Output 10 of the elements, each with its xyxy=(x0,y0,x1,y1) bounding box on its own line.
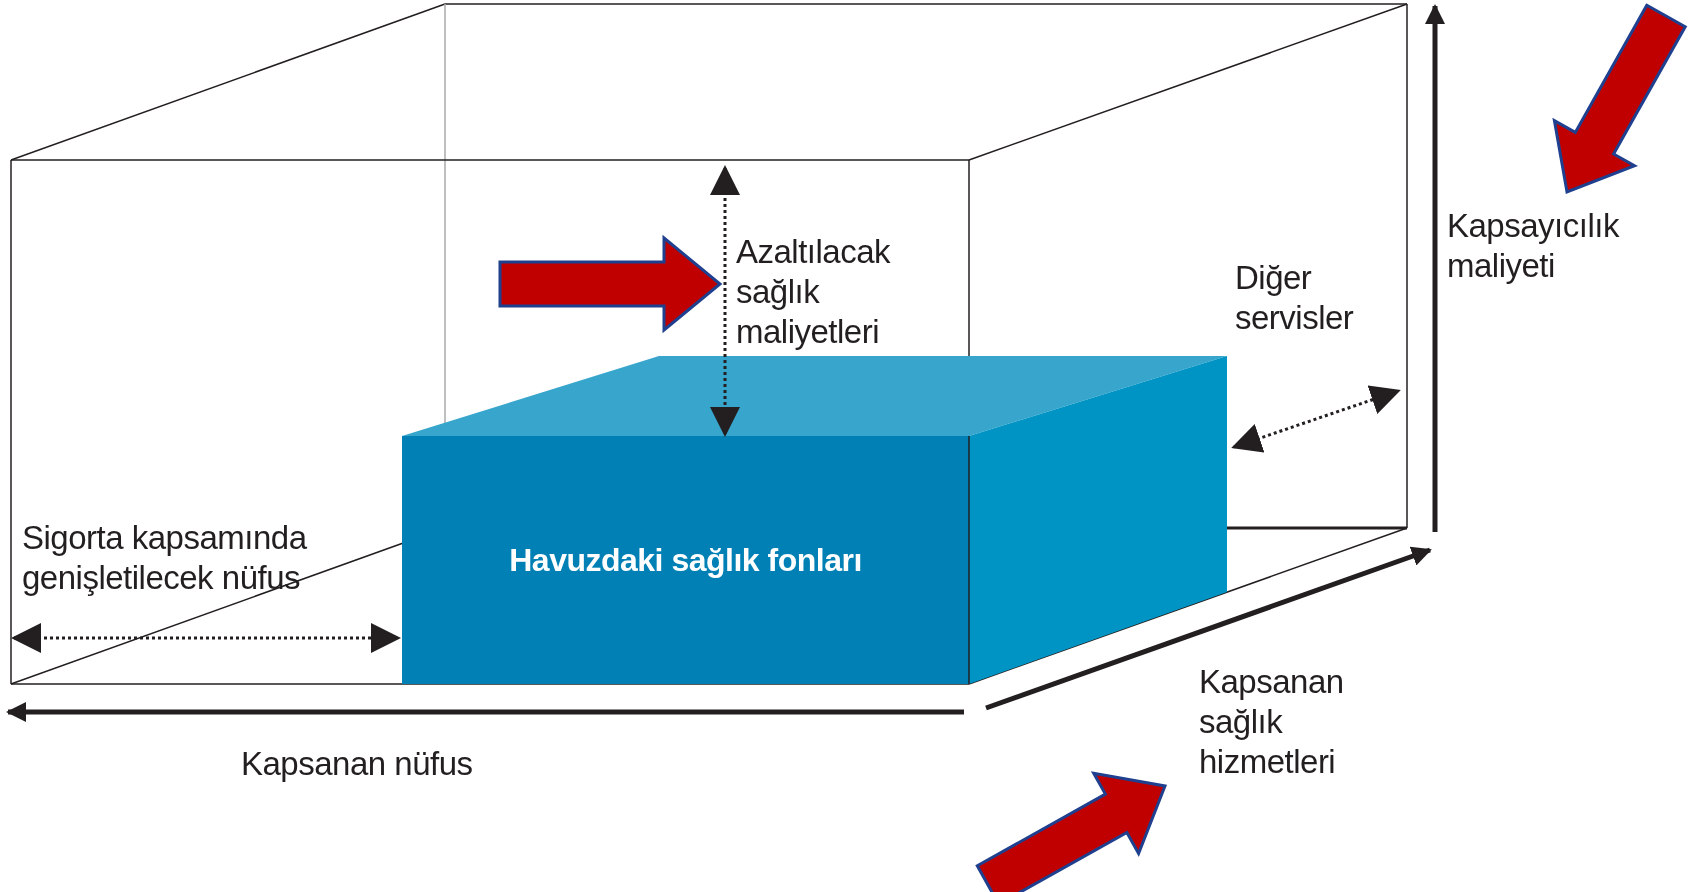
axis-label: Sigorta kapsamında genişletilecek nüfus xyxy=(22,518,308,598)
block-arrow xyxy=(975,771,1168,892)
axis-label: Azaltılacak sağlık maliyetleri xyxy=(736,232,946,352)
axis-label: Kapsayıcılık maliyeti xyxy=(1447,206,1687,286)
block-arrow xyxy=(498,234,723,334)
block-arrow xyxy=(1552,3,1688,195)
axis-label: Diğer servisler xyxy=(1235,258,1355,338)
box-label: Havuzdaki sağlık fonları xyxy=(509,541,862,579)
axis-label: Kapsanan nüfus xyxy=(241,744,473,784)
axis-label: Kapsanan sağlık hizmetleri xyxy=(1199,662,1389,782)
